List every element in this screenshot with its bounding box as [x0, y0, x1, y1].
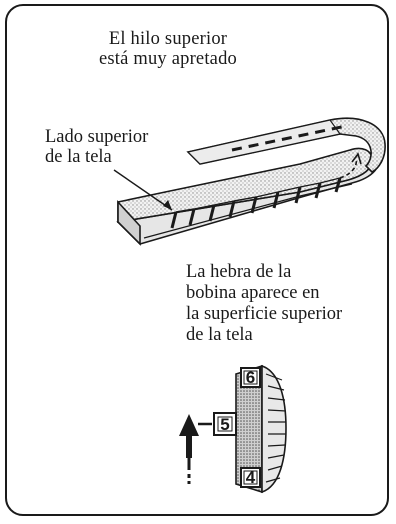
bobbin-note-line-4: de la tela — [186, 325, 253, 345]
tension-dial: 6 5 4 — [213, 364, 287, 494]
diagram-title-line-1: El hilo superior — [108, 29, 228, 49]
label-pointer-line — [113, 169, 173, 211]
label-pointer-arrowhead — [163, 200, 172, 210]
fabric-label-line-2: de la tela — [45, 147, 112, 167]
dial-number-5: 5 — [220, 415, 229, 434]
illustration-frame — [5, 4, 389, 516]
bobbin-note-line-1: La hebra de la — [186, 262, 292, 282]
arrow-up-icon — [179, 414, 199, 484]
bobbin-note-line-3: la superficie superior — [186, 304, 343, 324]
dial-number-6: 6 — [246, 368, 255, 387]
fabric-label-line-1: Lado superior — [45, 127, 149, 147]
folded-fabric — [116, 117, 386, 246]
dial-number-4: 4 — [246, 468, 256, 487]
bobbin-note-line-2: bobina aparece en — [186, 283, 320, 303]
bobbin-thread-stitches — [170, 152, 362, 229]
diagram-title-line-2: está muy apretado — [99, 49, 237, 69]
